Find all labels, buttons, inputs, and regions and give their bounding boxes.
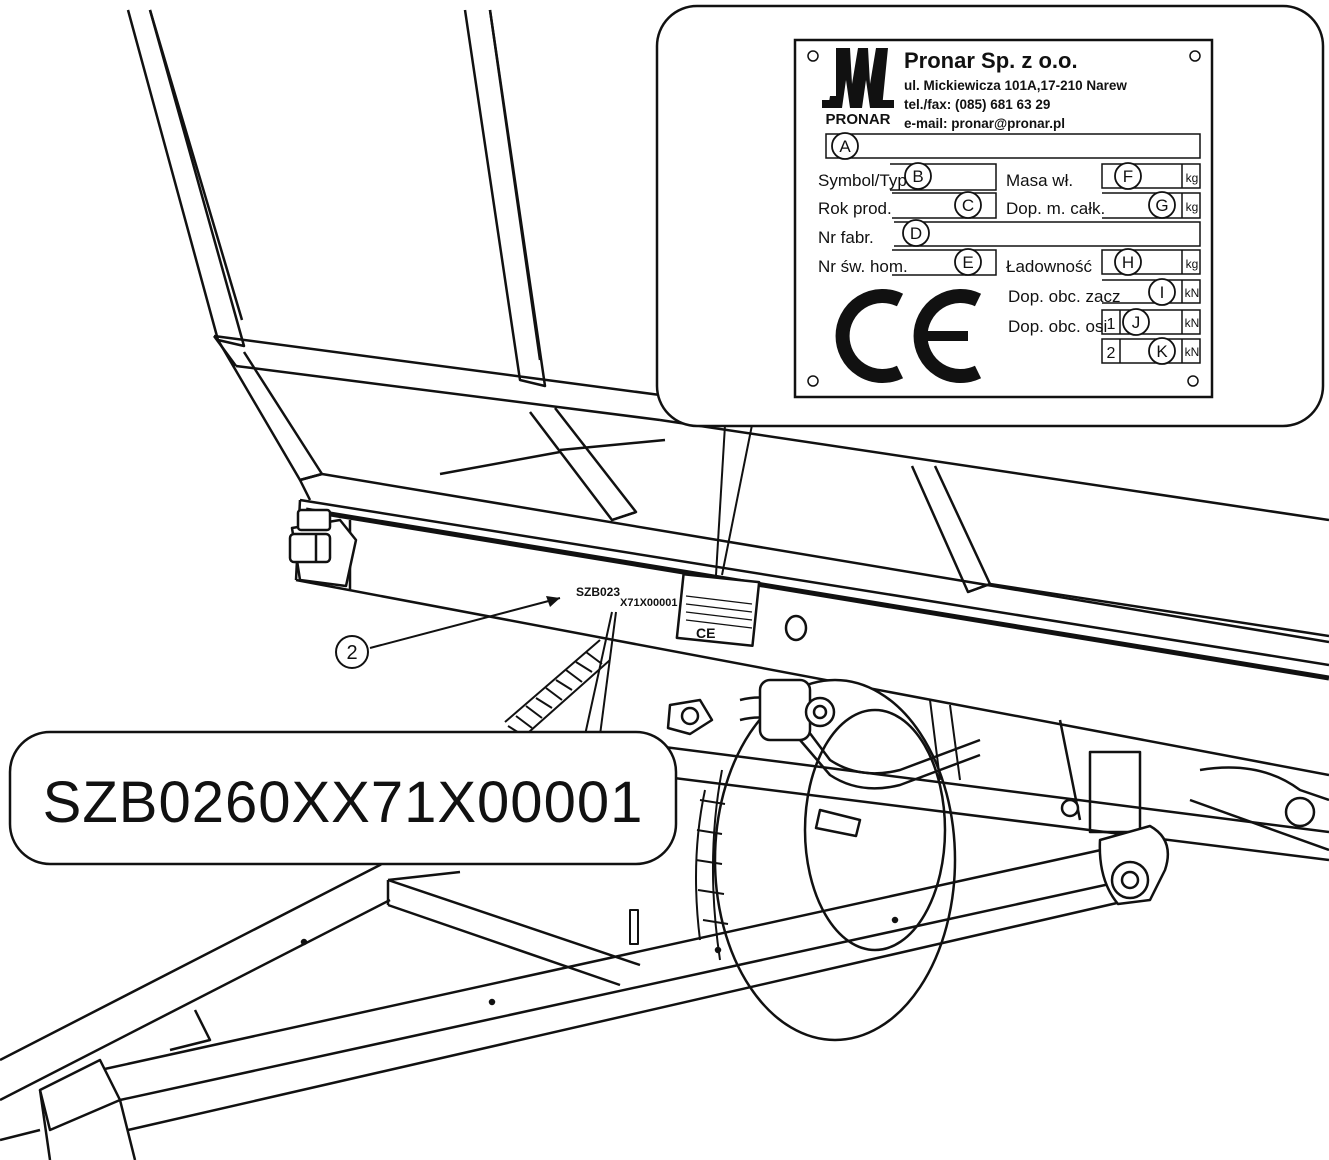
plate-leader-left (715, 424, 726, 576)
logo-text: PRONAR (825, 111, 890, 128)
drawbar (0, 824, 1170, 1160)
label-dop-osi: Dop. obc. osi (1008, 317, 1107, 336)
vin-stamp-right: X71X00001 (620, 597, 678, 609)
letter-f: F (1123, 167, 1133, 186)
unit-dop-osi-2: kN (1185, 345, 1200, 359)
vin-magnifier: SZB0260XX71X00001 (8, 730, 678, 866)
unit-dop-osi-1: kN (1185, 316, 1200, 330)
label-nr-fabr: Nr fabr. (818, 228, 874, 247)
axle-1: 1 (1107, 316, 1116, 333)
beam-hole (784, 614, 808, 642)
company-email: e-mail: pronar@pronar.pl (904, 116, 1065, 131)
plate-field-boxes (825, 133, 1201, 364)
wheel-assembly (666, 678, 1329, 1042)
vin-stamp-left: SZB023 (576, 585, 620, 599)
label-nr-sw: Nr św. hom. (818, 257, 908, 276)
unit-dop-zacz: kN (1185, 286, 1200, 300)
letter-i: I (1160, 283, 1165, 302)
letter-h: H (1122, 253, 1134, 272)
letter-d: D (910, 224, 922, 243)
callout-2-arrowhead (546, 596, 560, 607)
plate-magnifier: PRONAR Pronar Sp. z o.o. ul. Mickiewicza… (655, 4, 1325, 428)
side-frame (126, 9, 1329, 644)
corner-bracket (288, 508, 358, 588)
unit-dop-m: kg (1186, 200, 1199, 214)
ce-mark (835, 289, 982, 383)
label-dop-zacz: Dop. obc. zacz (1008, 287, 1120, 306)
company-phone: tel./fax: (085) 681 63 29 (904, 97, 1050, 112)
vin-leader-right (599, 611, 617, 736)
unit-ladownosc: kg (1186, 257, 1199, 271)
letter-a: A (839, 137, 851, 156)
company-name: Pronar Sp. z o.o. (904, 48, 1078, 73)
axle-beam (609, 738, 1329, 862)
plate-leader-right (721, 424, 753, 576)
label-dop-m: Dop. m. całk. (1006, 199, 1105, 218)
callout-2-arrow (369, 597, 561, 649)
vin-leader-left (584, 611, 613, 736)
small-data-plate: CE (675, 572, 761, 648)
letter-j: J (1132, 313, 1141, 332)
label-masa: Masa wł. (1006, 171, 1073, 190)
company-address: ul. Mickiewicza 101A,17-210 Narew (904, 78, 1127, 93)
letter-circles (831, 132, 1176, 365)
letter-c: C (962, 196, 974, 215)
letter-e: E (962, 253, 973, 272)
plate-rivets (807, 50, 1201, 387)
callout-2-label: 2 (346, 642, 357, 664)
letter-k: K (1156, 342, 1168, 361)
label-rok: Rok prod. (818, 199, 892, 218)
axle-2: 2 (1107, 345, 1116, 362)
callout-2: 2 (335, 635, 369, 669)
label-ladownosc: Ładowność (1006, 257, 1093, 276)
letter-b: B (912, 167, 923, 186)
label-symbol: Symbol/Typ (818, 171, 907, 190)
pronar-logo: PRONAR (822, 48, 894, 128)
letter-g: G (1155, 196, 1168, 215)
unit-masa: kg (1186, 171, 1199, 185)
vin-magnified-text: SZB0260XX71X00001 (43, 770, 644, 835)
small-plate-ce: CE (696, 625, 715, 641)
